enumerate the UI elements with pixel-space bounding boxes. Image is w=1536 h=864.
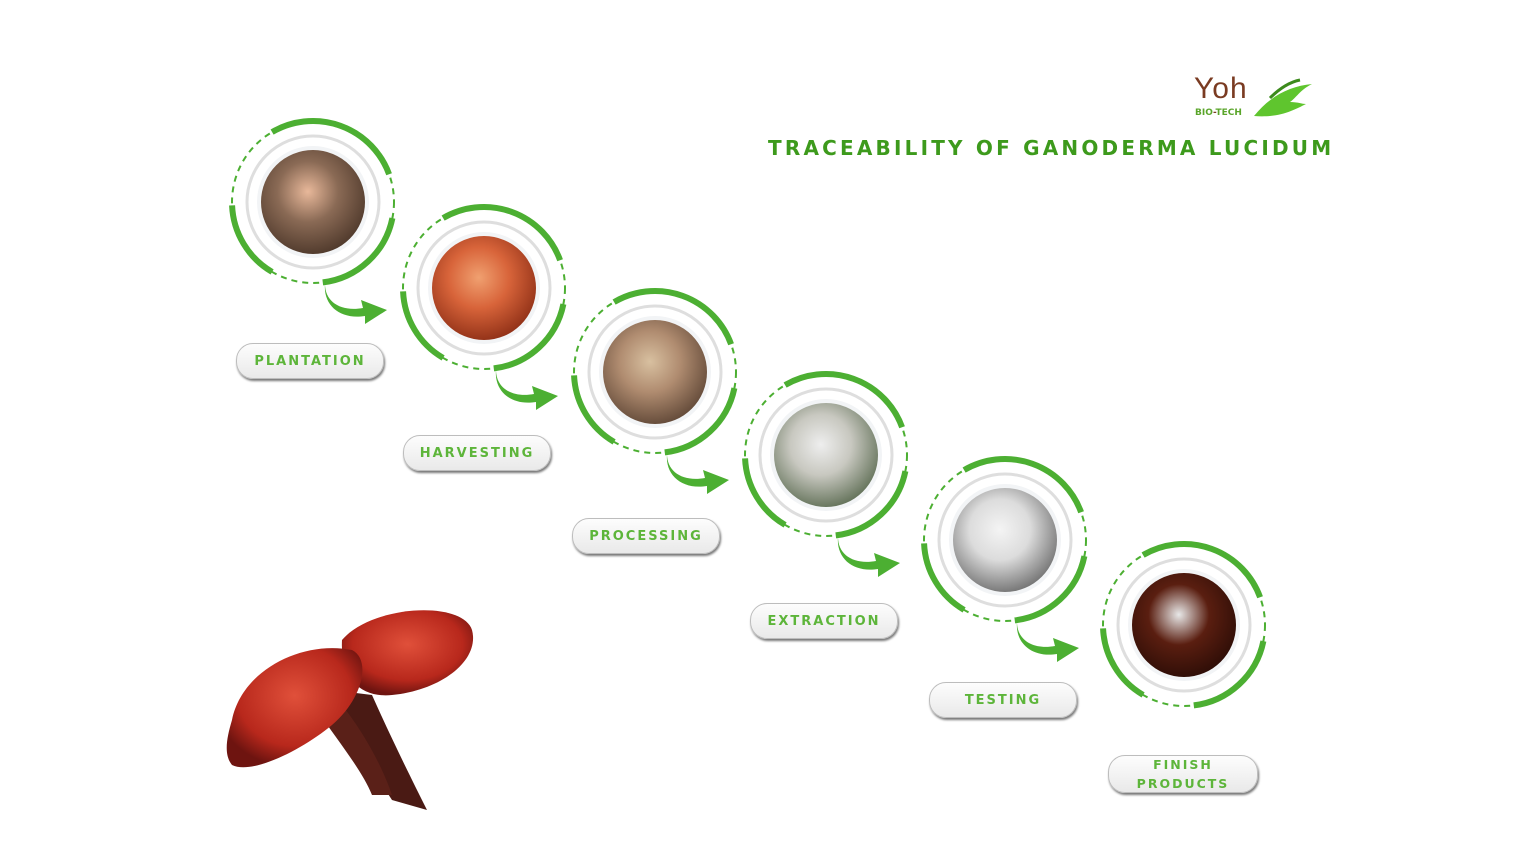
- ganoderma-mushroom-image: [226, 610, 474, 810]
- step-ring: [1100, 541, 1267, 709]
- step-ring: [571, 288, 738, 456]
- step-label: PLANTATION: [236, 343, 384, 379]
- step-photo-mushroom-slices: [603, 320, 707, 424]
- arrow-right-icon: [837, 537, 900, 577]
- page-title: TRACEABILITY OF GANODERMA LUCIDUM: [768, 136, 1335, 160]
- logo-sub-sep: -: [1213, 108, 1216, 118]
- step-photo-extraction-tanks: [774, 403, 878, 507]
- logo-subtitle: BIO-TECH: [1195, 108, 1242, 118]
- step-ring: [742, 371, 909, 539]
- logo-brand-text: Yoh: [1194, 72, 1248, 105]
- arrow-right-icon: [495, 370, 558, 410]
- step-label: FINISH PRODUCTS: [1108, 755, 1258, 793]
- logo-sub-left: BIO: [1195, 108, 1214, 118]
- step-photo-powder-dish: [1132, 573, 1236, 677]
- step-testing: [915, 450, 1095, 630]
- step-photo-harvested-mushrooms: [432, 236, 536, 340]
- step-photo-lab-technician: [953, 488, 1057, 592]
- logo-sub-right: TECH: [1215, 108, 1242, 118]
- leaf-icon: [1254, 78, 1312, 117]
- step-label: PROCESSING: [572, 518, 720, 554]
- arrow-right-icon: [324, 284, 387, 324]
- step-photo-mushrooms-in-soil: [261, 150, 365, 254]
- arrow-right-icon: [1016, 622, 1079, 662]
- step-ring: [400, 204, 567, 372]
- step-ring: [921, 456, 1088, 624]
- step-ring: [229, 118, 396, 286]
- brand-logo: Yoh BIO-TECH: [1192, 72, 1317, 122]
- step-finish-products: [1094, 535, 1274, 715]
- arrow-right-icon: [666, 454, 729, 494]
- step-extraction: [736, 365, 916, 545]
- step-label: TESTING: [929, 682, 1077, 718]
- step-plantation: [223, 112, 403, 292]
- step-processing: [565, 282, 745, 462]
- step-label: HARVESTING: [403, 435, 551, 471]
- step-harvesting: [394, 198, 574, 378]
- step-label: EXTRACTION: [750, 603, 898, 639]
